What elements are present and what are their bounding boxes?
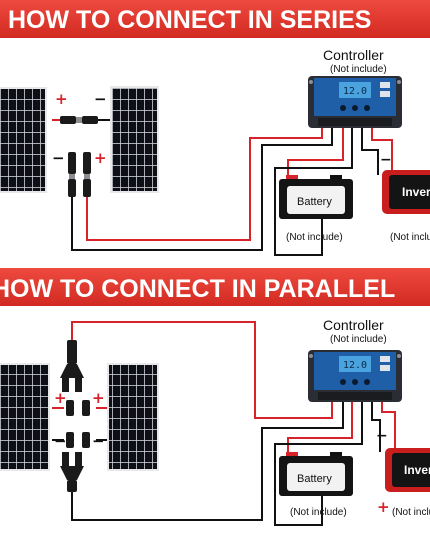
series-mc4-connector-right <box>83 152 91 197</box>
series-banner <box>0 0 430 38</box>
series-usb-port-1 <box>380 82 390 88</box>
series-battery-note: (Not include) <box>286 232 343 243</box>
parallel-mc4-connectors <box>66 400 90 448</box>
parallel-branch-connector-top <box>60 340 84 392</box>
parallel-inverter: Inverter <box>385 448 430 492</box>
parallel-title: HOW TO CONNECT IN PARALLEL <box>0 275 395 303</box>
series-mc4-connector-top <box>60 116 98 124</box>
series-usb-port-2 <box>380 91 390 97</box>
series-inverter: Inverter <box>382 170 430 214</box>
parallel-lcd-screen <box>339 356 371 372</box>
series-solar-panel-left <box>0 87 47 193</box>
series-lcd-readout: 12.0 <box>343 86 367 97</box>
parallel-plus-sign-left: + <box>54 389 67 407</box>
parallel-inverter-minus-sign: − <box>376 428 388 444</box>
series-minus-sign-bottom: − <box>52 149 65 167</box>
series-inverter-minus-sign: − <box>380 152 392 168</box>
parallel-solar-panel-left <box>0 363 50 471</box>
series-title: HOW TO CONNECT IN SERIES <box>8 6 371 34</box>
parallel-wires <box>52 321 396 526</box>
series-plus-sign-top: + <box>55 90 68 108</box>
parallel-controller: 12.0 <box>308 350 402 402</box>
parallel-battery-label: Battery <box>297 473 332 485</box>
series-controller: 12.0 <box>308 76 402 128</box>
parallel-section: HOW TO CONNECT IN PARALLEL <box>0 268 430 526</box>
series-inverter-note: (Not include) <box>390 232 430 243</box>
series-plus-sign-bottom: + <box>94 149 107 167</box>
parallel-branch-connector-bottom <box>60 452 84 492</box>
series-solar-panel-right <box>110 86 159 193</box>
parallel-lcd-readout: 12.0 <box>343 360 367 371</box>
series-wires <box>52 119 393 256</box>
parallel-inverter-note: (Not include) <box>392 507 430 518</box>
parallel-battery: Battery <box>279 452 353 496</box>
parallel-minus-sign-right: − <box>92 432 105 450</box>
series-lcd-screen <box>339 82 371 98</box>
series-inverter-label: Inverter <box>402 185 430 199</box>
series-minus-sign-top: − <box>94 90 107 108</box>
parallel-minus-sign-left: − <box>54 432 67 450</box>
series-controller-note: (Not include) <box>330 64 387 75</box>
parallel-inverter-label: Inverter <box>404 463 430 477</box>
parallel-banner <box>0 268 430 306</box>
parallel-battery-note: (Not include) <box>290 507 347 518</box>
series-battery-label: Battery <box>297 196 332 208</box>
parallel-solar-panel-right <box>107 363 159 471</box>
parallel-usb-port-2 <box>380 365 390 371</box>
parallel-inverter-plus-sign: + <box>377 498 390 516</box>
parallel-controller-label: Controller <box>323 317 384 333</box>
series-battery: Battery <box>279 175 353 219</box>
parallel-usb-port-1 <box>380 356 390 362</box>
series-mc4-connector-left <box>68 152 76 197</box>
series-section: HOW TO CONNECT IN SERIES <box>0 0 430 256</box>
series-controller-label: Controller <box>323 47 384 63</box>
parallel-controller-note: (Not include) <box>330 334 387 345</box>
parallel-plus-sign-right: + <box>92 389 105 407</box>
